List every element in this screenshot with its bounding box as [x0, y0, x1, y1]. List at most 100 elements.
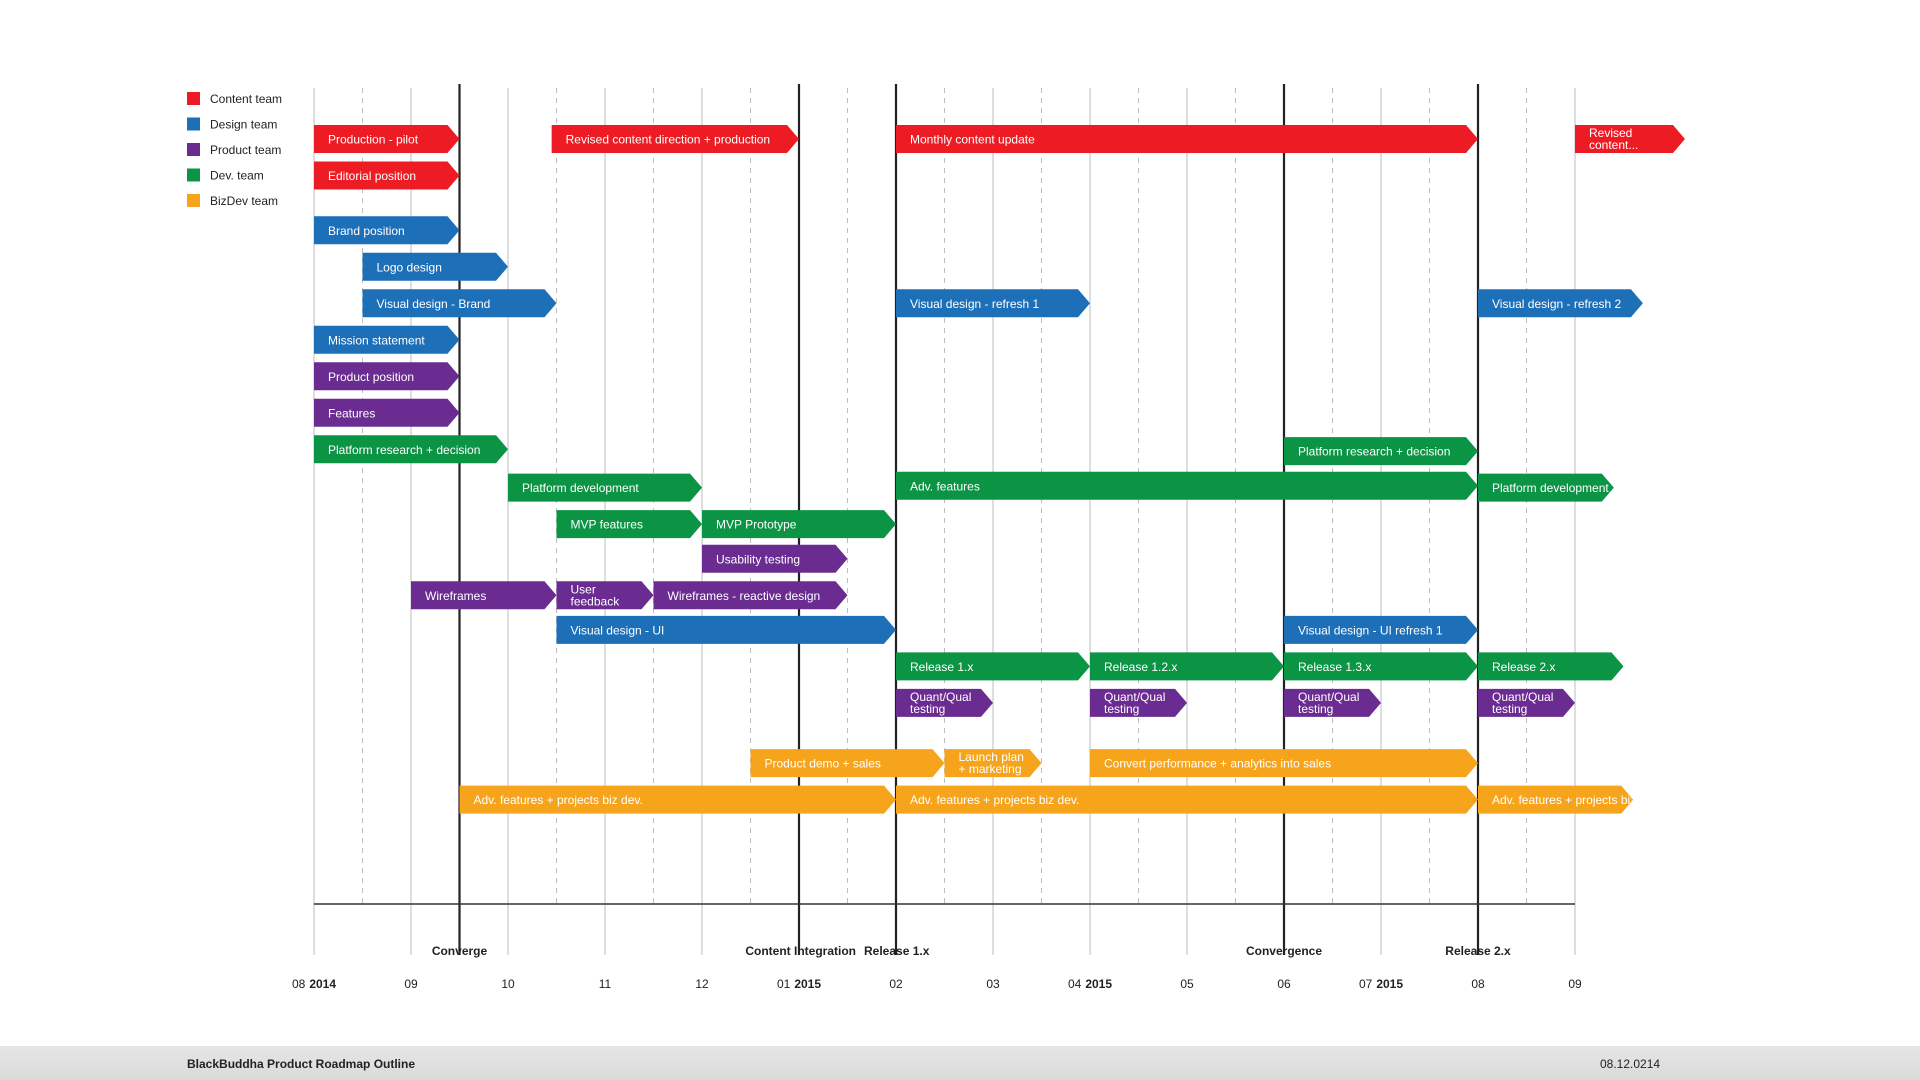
legend-label-product: Product team [210, 143, 281, 157]
task-bar-shape [556, 615, 896, 644]
task-label: Convert performance + analytics into sal… [1104, 757, 1331, 771]
task-label: Platform development [522, 481, 639, 495]
task-label: Visual design - refresh 2 [1492, 297, 1622, 311]
task-label: Mission statement [328, 333, 425, 347]
task-bar: Wireframes - reactive design [653, 581, 848, 610]
task-label-line1: Quant/Qual [1104, 690, 1165, 704]
task-bar: Release 2.x [1478, 652, 1624, 681]
task-bar: Visual design - UI [556, 615, 896, 644]
task-label-line2: feedback [571, 594, 621, 608]
month-year: 2014 [309, 977, 336, 991]
task-label-line1: Launch plan [959, 750, 1024, 764]
month-number: 07 [1359, 977, 1373, 991]
task-bar: Brand position [314, 216, 460, 245]
task-bar: Revisedcontent... [1575, 125, 1685, 153]
task-bar-shape [411, 581, 557, 610]
task-bar-shape [314, 216, 460, 245]
month-tick-label: 02 [889, 977, 903, 991]
month-number: 05 [1180, 977, 1194, 991]
task-bar: MVP Prototype [702, 510, 896, 539]
task-bar-shape [896, 289, 1090, 318]
task-bar: Logo design [362, 252, 508, 281]
task-bar: Features [314, 398, 460, 427]
task-label: Revised content direction + production [566, 133, 770, 147]
milestone-label: Content Integration [745, 944, 856, 958]
task-bar-shape [896, 652, 1090, 681]
month-number: 08 [1471, 977, 1485, 991]
legend-swatch-product [187, 143, 200, 156]
task-bar: Product demo + sales [750, 749, 945, 778]
task-label-line2: testing [1104, 702, 1139, 716]
task-bar-shape [896, 688, 993, 717]
task-bar-shape [1284, 652, 1478, 681]
task-bar-shape [1284, 615, 1478, 644]
task-bar: Adv. features [896, 471, 1478, 500]
footer-date: 08.12.0214 [1600, 1057, 1661, 1071]
task-label-line1: Revised [1589, 126, 1632, 140]
month-tick-label: 12 [695, 977, 709, 991]
task-bar-shape [896, 471, 1478, 500]
task-bar-shape [1575, 125, 1685, 153]
task-label: Visual design - UI [571, 623, 665, 637]
task-label: Adv. features + projects biz dev. [910, 793, 1079, 807]
legend-label-content: Content team [210, 92, 282, 106]
task-bar-shape [1090, 749, 1478, 778]
task-label: Visual design - Brand [377, 297, 491, 311]
month-tick-label: 10 [501, 977, 515, 991]
task-bar-shape [551, 125, 799, 153]
task-label: Brand position [328, 224, 405, 238]
task-label: Monthly content update [910, 133, 1035, 147]
legend-label-dev: Dev. team [210, 169, 264, 183]
task-bar-shape [314, 362, 460, 391]
task-label: Product demo + sales [765, 757, 881, 771]
task-label: Wireframes - reactive design [668, 589, 821, 603]
task-label: MVP features [571, 518, 643, 532]
month-tick-label: 05 [1180, 977, 1194, 991]
task-label-line1: Quant/Qual [1298, 690, 1359, 704]
legend-swatch-content [187, 92, 200, 105]
task-label: Editorial position [328, 169, 416, 183]
task-label-line2: testing [910, 702, 945, 716]
task-bar-shape [1478, 688, 1575, 717]
task-bar: Monthly content update [896, 125, 1478, 153]
milestone-label: Convergence [1246, 944, 1322, 958]
task-bar-shape [1478, 473, 1614, 502]
task-bar-shape [1478, 652, 1624, 681]
task-bar: Product position [314, 362, 460, 391]
task-bar-shape [702, 510, 896, 539]
task-bar: Adv. features + projects biz dev. [459, 785, 896, 814]
month-year: 2015 [794, 977, 821, 991]
task-label-line2: content... [1589, 138, 1638, 152]
month-number: 10 [501, 977, 515, 991]
task-label: Product position [328, 370, 414, 384]
month-number: 09 [1568, 977, 1582, 991]
milestone-label: Converge [432, 944, 488, 958]
month-tick-label: 11 [599, 977, 612, 991]
task-bar: Release 1.x [896, 652, 1090, 681]
task-bar-shape [1090, 688, 1187, 717]
task-bar: Convert performance + analytics into sal… [1090, 749, 1478, 778]
task-bar: Platform research + decision [314, 435, 508, 464]
task-bar: Launch plan+ marketing [944, 749, 1042, 778]
task-label-line1: Quant/Qual [910, 690, 971, 704]
task-label: Platform research + decision [328, 443, 480, 457]
legend-swatch-dev [187, 168, 200, 182]
task-label-line1: Quant/Qual [1492, 690, 1553, 704]
milestone-label: Release 2.x [1445, 944, 1511, 958]
task-label-line2: testing [1298, 702, 1333, 716]
month-year: 2015 [1376, 977, 1403, 991]
task-label: Release 1.2.x [1104, 660, 1177, 674]
task-bar-shape [896, 125, 1478, 153]
task-bar: Revised content direction + production [551, 125, 799, 153]
month-number: 02 [889, 977, 903, 991]
task-label: Features [328, 406, 375, 420]
month-number: 03 [986, 977, 1000, 991]
task-bar: Visual design - refresh 2 [1478, 289, 1643, 318]
task-label: Platform development [1492, 481, 1609, 495]
